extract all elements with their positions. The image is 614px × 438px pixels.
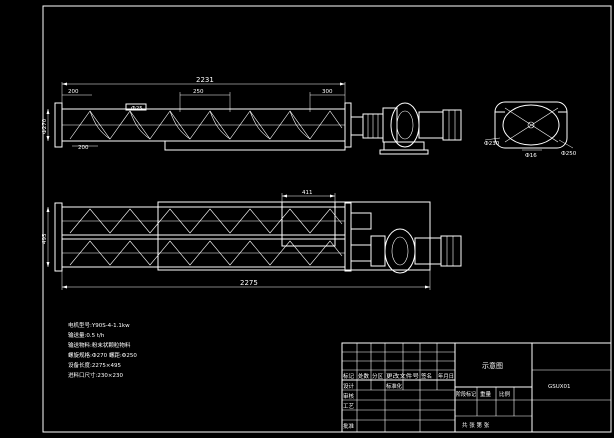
- drive-base: [383, 141, 425, 151]
- side-view: 2231 200 250 300 Ф270 Ф25 200: [42, 76, 462, 155]
- note-line: 设备长度:2275×495: [68, 361, 121, 369]
- drawing-code: GSUX01: [548, 384, 571, 390]
- title-block-frame: [341, 342, 612, 433]
- dim-plan-overall-label: 2275: [240, 279, 258, 287]
- inlet-port: [125, 103, 147, 111]
- weight-label: 重量: [480, 390, 492, 398]
- plan-coupling: [350, 244, 372, 262]
- dim-end-bottom-label: Ф16: [525, 153, 537, 159]
- plan-left-flange: [54, 202, 63, 272]
- note-line: 输送量:0.5 t/h: [68, 331, 105, 339]
- note-line: 输送物料:粉末状颗粒物料: [68, 341, 131, 349]
- dim-pitch-label: Ф25: [131, 106, 143, 112]
- dim-end-left-label: Ф230: [484, 141, 500, 147]
- right-flange: [344, 102, 352, 148]
- sheets-label: 共 张 第 张: [462, 421, 490, 429]
- plan-view: 411 495: [42, 190, 462, 290]
- dim-overall-label: 2231: [196, 76, 214, 84]
- note-line: 进料口尺寸:230×230: [68, 371, 123, 379]
- drawing-title: 示意图: [482, 361, 503, 370]
- plan-hopper: [281, 201, 336, 247]
- reducer: [390, 102, 420, 148]
- dim-mid-top-label: 250: [193, 89, 204, 95]
- title-block-label: 年月日: [438, 372, 454, 380]
- note-line: 螺旋规格:Ф270 螺距:Ф250: [68, 351, 137, 359]
- process-label: 工艺: [343, 403, 355, 410]
- upper-screw-flight: [69, 208, 343, 234]
- title-block-label: 分区: [372, 372, 384, 380]
- dim-end-right-label: Ф250: [561, 151, 577, 157]
- design-label: 设计: [343, 382, 355, 390]
- technical-notes: 电机型号:Y90S-4-1.1kw 输送量:0.5 t/h 输送物料:粉末状颗粒…: [68, 321, 137, 379]
- dim-left-bottom-label: 200: [78, 145, 89, 151]
- left-flange: [54, 102, 63, 148]
- end-view: Ф230 Ф16 Ф250: [484, 101, 577, 159]
- approve-label: 批准: [343, 422, 355, 430]
- dim-left-top-label: 200: [68, 89, 79, 95]
- drawing-frame: [42, 5, 612, 433]
- title-block-label: 处数: [358, 372, 370, 380]
- end-trough-circle: [502, 104, 560, 146]
- motor: [442, 109, 462, 141]
- lower-screw-flight: [69, 240, 343, 266]
- plan-right-flange: [344, 202, 352, 272]
- title-block-label: 标记: [343, 372, 355, 380]
- title-block-label: 更改文件号: [386, 372, 420, 380]
- dim-height-label: Ф270: [42, 118, 48, 134]
- base-rail: [164, 140, 346, 151]
- stage-label: 阶段标记: [456, 390, 476, 398]
- title-block: 示意图 GSUX01 标记 处数 分区 更改文件号 签名 年月日 设计 标准化 …: [341, 342, 612, 433]
- check-label: 审核: [343, 392, 355, 400]
- dim-plan-height-label: 495: [42, 233, 48, 244]
- dim-top-label: 411: [302, 190, 313, 196]
- note-line: 电机型号:Y90S-4-1.1kw: [68, 321, 130, 329]
- dim-right-top-label: 300: [322, 89, 333, 95]
- end-flange-outline: [494, 101, 568, 149]
- title-block-label: 签名: [421, 372, 432, 380]
- plan-reducer: [384, 228, 416, 274]
- standardize-label: 标准化: [386, 382, 402, 390]
- plan-motor: [440, 235, 462, 267]
- scale-label: 比例: [499, 390, 511, 398]
